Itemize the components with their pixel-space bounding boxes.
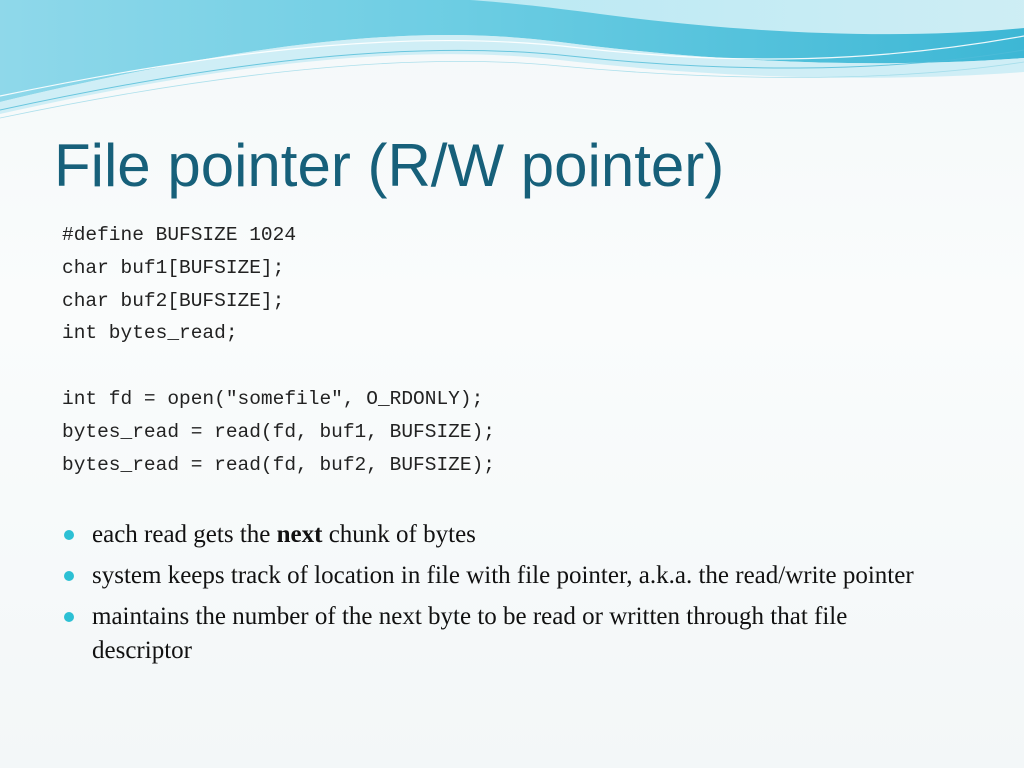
bullet-text: system keeps track of location in file w… <box>92 562 914 589</box>
bullet-text: each read gets the <box>92 521 277 548</box>
wave-line-3 <box>0 60 1024 119</box>
wave-band-lower <box>0 35 1024 114</box>
code-block: #define BUFSIZE 1024 char buf1[BUFSIZE];… <box>62 219 495 481</box>
code-line: bytes_read = read(fd, buf1, BUFSIZE); <box>62 420 495 443</box>
bullet-icon <box>64 612 74 622</box>
header-wave-decoration <box>0 0 1024 119</box>
bullet-item: system keeps track of location in file w… <box>62 559 942 593</box>
wave-line-2 <box>0 49 1024 111</box>
code-line: #define BUFSIZE 1024 <box>62 224 297 246</box>
wave-band-highlight <box>470 0 1024 35</box>
code-line: char buf1[BUFSIZE]; <box>62 256 285 279</box>
bullet-item: maintains the number of the next byte to… <box>62 600 942 668</box>
bullet-list: each read gets the next chunk of bytes s… <box>62 518 942 675</box>
bullet-text: maintains the number of the next byte to… <box>92 603 848 664</box>
bullet-icon <box>64 530 74 540</box>
bullet-icon <box>64 571 74 581</box>
code-line: char buf2[BUFSIZE]; <box>62 289 285 312</box>
bullet-text: chunk of bytes <box>322 521 476 548</box>
code-line: int fd = open("somefile", O_RDONLY); <box>62 387 484 410</box>
slide-title: File pointer (R/W pointer) <box>54 132 725 199</box>
bullet-emphasis: next <box>276 521 323 548</box>
wave-line-1 <box>0 35 1024 97</box>
bullet-item: each read gets the next chunk of bytes <box>62 518 942 552</box>
code-line-blank <box>62 350 495 383</box>
code-line: int bytes_read; <box>62 322 238 345</box>
code-line: bytes_read = read(fd, buf2, BUFSIZE); <box>62 453 495 476</box>
